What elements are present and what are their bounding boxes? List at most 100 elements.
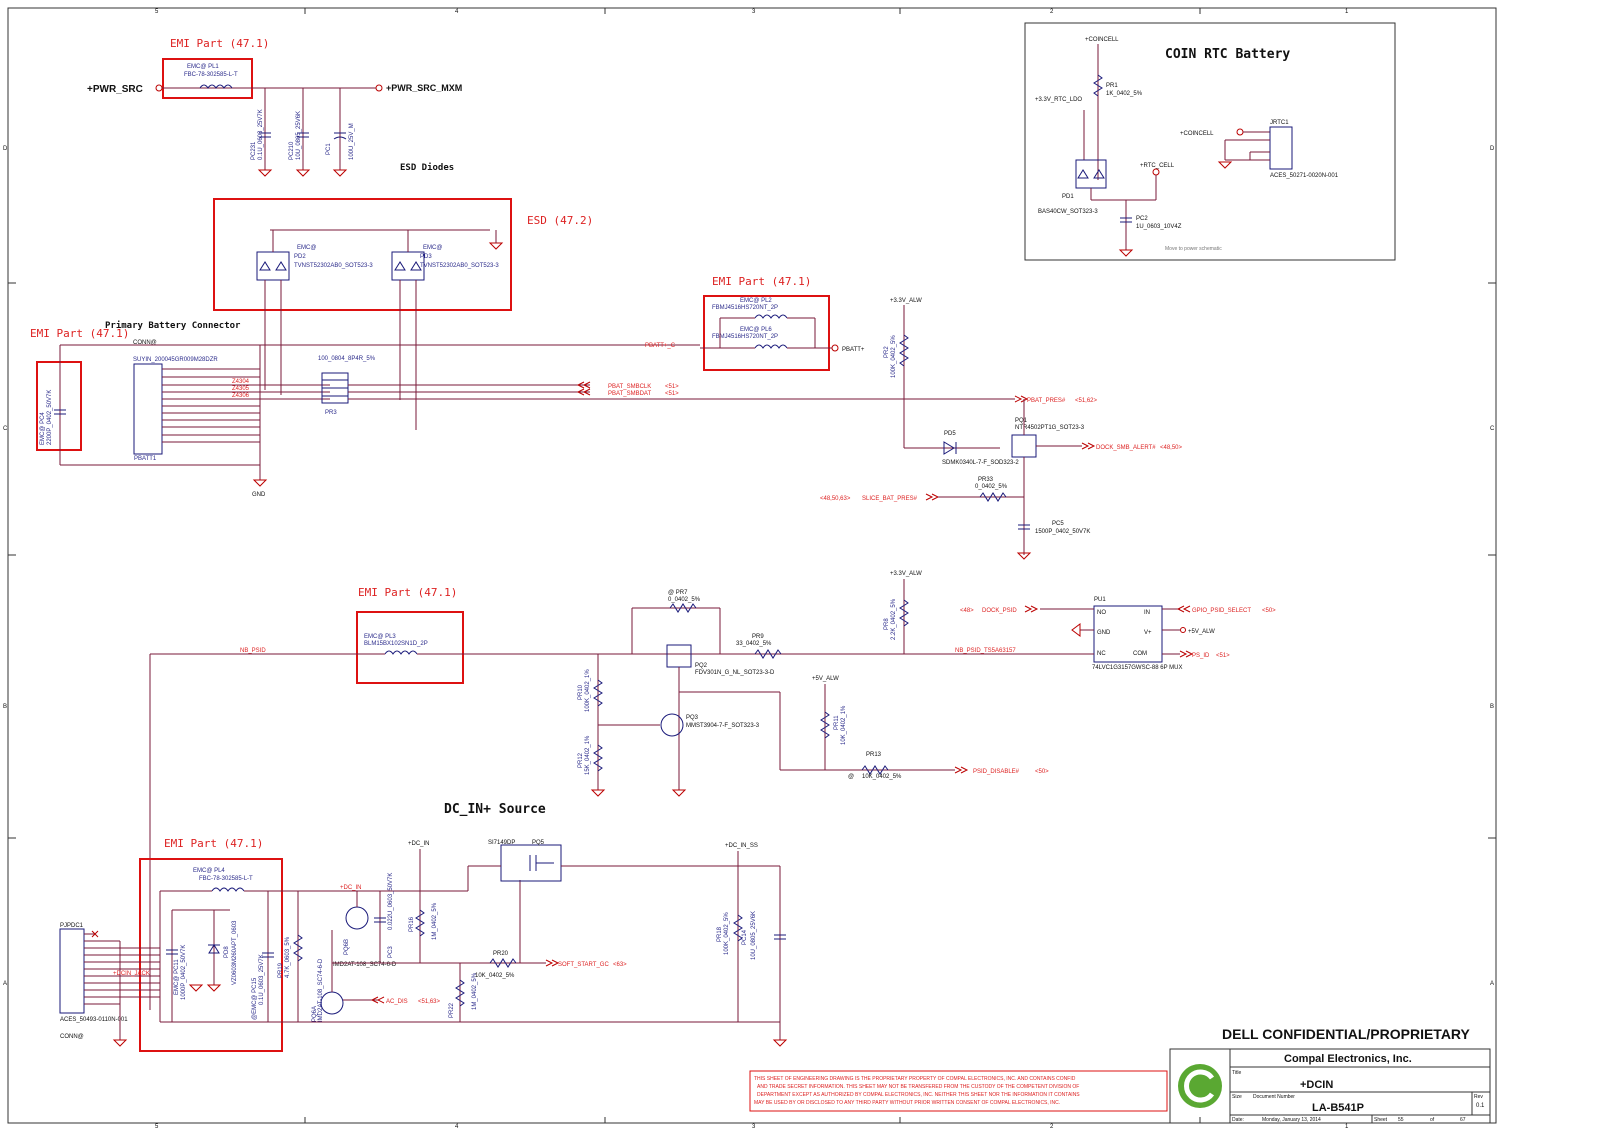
pl6-tag: EMC@ PL6 (740, 327, 772, 333)
pr12-value: 15K_0402_1% (585, 735, 591, 775)
gnd-psid-left (590, 789, 687, 797)
zone-col-top: 3 (752, 9, 756, 15)
pc210-value: 10U_0805_25V6K (296, 111, 302, 160)
net-5v-alw-pu1: +5V_ALW (1188, 629, 1215, 635)
pd2-ref: PD2 (294, 254, 306, 260)
pr18-value: 100K_0402_5% (724, 912, 730, 955)
pq5-value: SI7149DP (488, 840, 515, 846)
nc-mark-pin1 (91, 930, 99, 938)
company-name: Compal Electronics, Inc. (1284, 1053, 1412, 1065)
pd1-value: BAS40CW_SOT323-3 (1038, 209, 1098, 215)
net-gpio-psid: GPIO_PSID_SELECT (1192, 608, 1251, 614)
disclaimer-line: MAY BE USED BY OR DISCLOSED TO ANY THIRD… (754, 1100, 1060, 1106)
net-5v-alw: +5V_ALW (812, 676, 839, 682)
jrtc1-connector (1269, 126, 1293, 170)
sheet-frame (7, 7, 1497, 1124)
zone-row-right: D (1490, 146, 1495, 152)
pc3-ref: PC3 (388, 946, 394, 958)
pq6a-transistor (320, 991, 344, 1015)
pr33-value: 0_0402_5% (975, 484, 1008, 490)
net-nb-psid-ts: NB_PSID_TS5A63157 (955, 648, 1016, 654)
coin-rtc-section: COIN RTC Battery +COINCELL PR1 1K_0402_5… (1024, 22, 1396, 261)
pjpdc1-pins (84, 933, 160, 1040)
pl6-value: FBMJ4516HS720NT_2P (712, 334, 778, 340)
pu1-body (1093, 605, 1163, 663)
net-psid-disable-ref: <50> (1035, 769, 1049, 775)
psid-section: EMI Part (47.1) EMC@ PL3 BLM15BX102SN1D_… (149, 571, 1086, 1010)
pq6b-transistor (345, 906, 369, 930)
coin-rtc-frame (1024, 22, 1396, 261)
disclaimer-line: DEPARTMENT EXCEPT AS AUTHORIZED BY COMPA… (757, 1092, 1080, 1098)
title-block: DELL CONFIDENTIAL/PROPRIETARY Compal Ele… (749, 1026, 1491, 1124)
pr33-ref: PR33 (978, 477, 994, 483)
zone-row-left: C (3, 426, 8, 432)
pd2-tag: EMC@ (297, 245, 316, 251)
zone-col-bottom: 5 (155, 1124, 159, 1130)
pbatt1-pins (59, 344, 700, 480)
pq3-transistor (660, 713, 684, 737)
pu1-pin-in: IN (1144, 610, 1150, 616)
net-dcin-jack: +DCIN_JACK (113, 971, 150, 977)
net-slice-bat-pres: SLICE_BAT_PRES# (862, 496, 918, 502)
port-5v-alw-pu1 (1180, 627, 1186, 633)
zone-row-right: C (1490, 426, 1495, 432)
zone-col-bottom: 2 (1050, 1124, 1054, 1130)
pl1-tag: EMC@ PL1 (187, 64, 219, 70)
net-pbatt: PBATT+ (842, 347, 865, 353)
pr12-resistor (593, 744, 603, 772)
net-pbat-smbdat: PBAT_SMBDAT (608, 391, 651, 397)
pu1-pin-nc: NC (1097, 651, 1106, 657)
heading-coin-rtc: COIN RTC Battery (1165, 47, 1290, 62)
pd3-value: TVNST52302AB0_SOT523-3 (420, 263, 499, 269)
pr18-ref: PR18 (717, 926, 723, 942)
port-rtc-cell (1152, 168, 1160, 176)
gnd-label-battery: GND (252, 492, 266, 498)
pr9-value: 33_0402_5% (736, 641, 772, 647)
zone-row-right: B (1490, 704, 1494, 710)
net-dock-psid: DOCK_PSID (982, 608, 1017, 614)
net-pbat-pres-ref: <51,62> (1075, 398, 1098, 404)
pr1-resistor (1093, 74, 1103, 97)
pq6b-ref: PQ6B (344, 939, 350, 955)
pr11-ref: PR11 (834, 715, 840, 730)
pr19-ref: PR19 (278, 962, 284, 978)
pq1-value: NTR4502PT1G_SOT23-3 (1015, 425, 1085, 431)
pq6a-ref: PQ6A (312, 1006, 318, 1022)
pbatt1-value: SUYIN_200045GR009M28DZR (133, 357, 218, 363)
battery-connector-section: EMI Part (47.1) Primary Battery Connecto… (30, 320, 1098, 498)
net-slice-bat-pres-ref: <48,50,63> (820, 496, 851, 502)
pr18-resistor (733, 914, 743, 942)
zone-row-left: D (3, 146, 8, 152)
jrtc1-ref: JRTC1 (1270, 120, 1289, 126)
zone-col-bottom: 3 (752, 1124, 756, 1130)
cap-pc1: PC1 100U_25V_M (326, 123, 355, 160)
pr19-value: 4.7K_0603_5% (285, 936, 291, 978)
emi-box-pl1 (162, 58, 253, 99)
gnd-pc2 (1118, 249, 1134, 257)
net-dcin-2: +DC_IN (340, 885, 362, 891)
net-pbat-pres: PBAT_PRES# (1027, 398, 1066, 404)
net-pbatt-c: PBATT+_C (645, 343, 676, 349)
gnd-jrtc1 (1217, 161, 1233, 169)
pd3-ref: PD3 (420, 254, 432, 260)
gnd-pc5 (1016, 552, 1032, 560)
pu1-pin-no: NO (1097, 610, 1106, 616)
pr33-resistor (979, 492, 1007, 502)
pq6b-value: IMD2AT-108_SC74-6-D (333, 962, 397, 968)
net-ac-dis: AC_DIS (386, 999, 408, 1005)
net-psid-disable: PSID_DISABLE# (973, 769, 1020, 775)
disclaimer-line: AND TRADE SECRET INFORMATION. THIS SHEET… (757, 1084, 1079, 1090)
disclaimer-box (749, 1070, 1168, 1112)
pr16-ref: PR16 (409, 916, 415, 932)
pu1-pin-gnd: GND (1097, 630, 1111, 636)
arrow-pbat-smbdat (576, 388, 591, 396)
doc-label: Document Number (1253, 1094, 1295, 1100)
net-z4305: Z4305 (232, 386, 250, 392)
net-pbat-smbdat-ref: <51> (665, 391, 679, 397)
pr11-resistor (820, 711, 830, 739)
disclaimer-line: THIS SHEET OF ENGINEERING DRAWING IS THE… (754, 1076, 1076, 1082)
pd5-diode (943, 441, 957, 455)
net-3v3-alw-1: +3.3V_ALW (890, 298, 922, 304)
net-z4306: Z4306 (232, 393, 250, 399)
